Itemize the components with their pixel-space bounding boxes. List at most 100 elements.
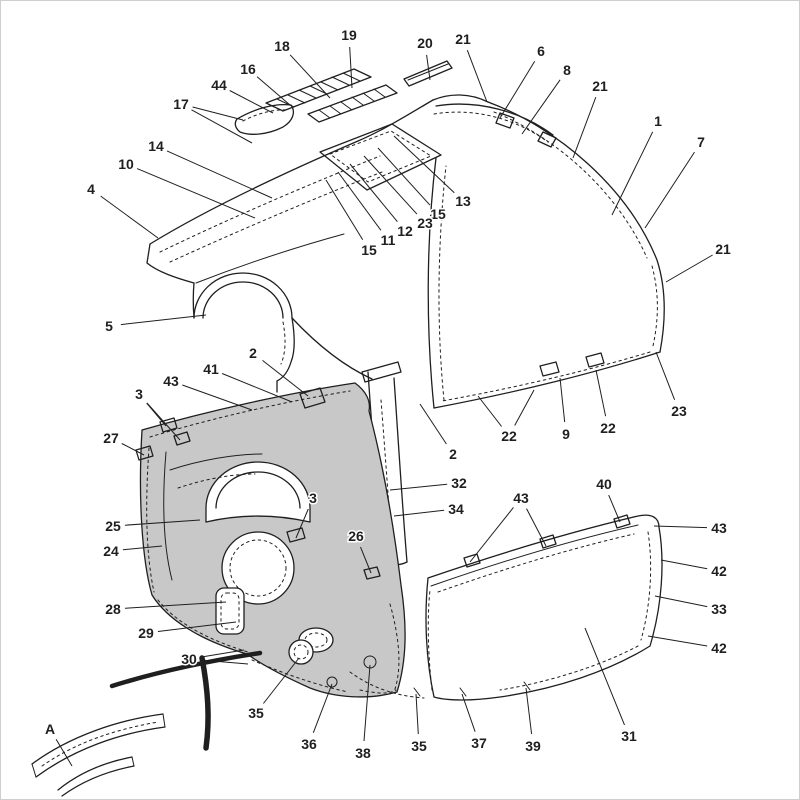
rivet-mark-35 (413, 687, 421, 697)
clip-40 (613, 514, 631, 529)
callout-label-28-44: 28 (105, 601, 121, 617)
leader-line-3-37 (295, 508, 309, 539)
callout-label-42-42: 42 (711, 563, 727, 579)
pan-stitch-left (146, 447, 155, 593)
strap-stitch (380, 399, 394, 559)
leader-line-14-12 (166, 150, 273, 199)
leader-line-30-47 (200, 649, 245, 658)
leader-line-34-34 (393, 509, 445, 517)
callout-label-22-29: 22 (501, 428, 517, 444)
callout-label-44-7: 44 (211, 77, 227, 93)
leader-line-9-30 (559, 377, 566, 423)
callout-label-41-24: 41 (203, 361, 219, 377)
leader-line-18-0 (289, 54, 331, 99)
callout-label-33-43: 33 (711, 601, 727, 617)
callout-label-7-10: 7 (697, 134, 705, 150)
leader-line-21-21 (665, 254, 713, 283)
callout-label-11-19: 11 (381, 232, 396, 248)
header-clip-1 (495, 112, 515, 129)
leader-line-30-47 (200, 659, 249, 665)
upper-hood-assembly (146, 94, 665, 409)
callout-label-40-36: 40 (596, 476, 612, 492)
leader-line-37-53 (461, 693, 476, 732)
panel-front-edge (427, 157, 437, 409)
callout-label-24-39: 24 (103, 543, 119, 559)
callout-label-37-53: 37 (471, 735, 487, 751)
bottom-tab-1 (539, 361, 560, 377)
leader-line-25-38 (124, 519, 201, 526)
leader-line-17-11 (192, 106, 244, 121)
arch-flange (276, 317, 295, 393)
header-clip-2 (537, 131, 557, 148)
leader-line-22-29 (514, 389, 535, 426)
right-panel-bottom-edge (433, 351, 661, 409)
clip-27 (135, 445, 154, 461)
pan-stitch-top (149, 390, 351, 438)
leader-line-5-22 (120, 314, 207, 326)
leader-line-4-14 (100, 195, 159, 239)
leader-line-3-26 (146, 402, 181, 441)
callout-label-23-17: 23 (417, 215, 433, 231)
rivet-mark-39 (523, 681, 531, 691)
callout-label-15-20: 15 (361, 242, 377, 258)
pan-right-top-inner (430, 524, 639, 587)
callout-label-20-2: 20 (417, 35, 433, 51)
pan-stitch-inner-right (389, 603, 400, 693)
callout-label-3-26: 3 (135, 386, 143, 402)
pan-stitch-bottom (251, 659, 349, 693)
pan-inner-line-1 (169, 453, 263, 471)
tab-41 (299, 387, 326, 409)
callout-label-8-5: 8 (563, 62, 571, 78)
callout-label-42-46: 42 (711, 640, 727, 656)
callout-label-A-55: A (45, 721, 55, 737)
strap-top-tab (361, 361, 402, 383)
leader-line-15-16 (377, 147, 431, 206)
cowl-seam (432, 94, 489, 103)
callout-label-4-14: 4 (87, 181, 95, 197)
leader-line-2-32 (419, 403, 447, 445)
leader-line-31-49 (584, 627, 625, 726)
clip-43b (539, 534, 557, 549)
detail-a-lower-end (131, 756, 135, 767)
pan-oval-hole-stitch (304, 632, 328, 648)
wheel-arch-outer (193, 272, 293, 319)
callout-label-2-32: 2 (449, 446, 457, 462)
section-stroke-diagonal (109, 650, 263, 689)
lower-pan-left (135, 382, 425, 699)
leader-line-7-10 (644, 151, 695, 229)
top-opening-outer (319, 123, 442, 191)
pan-round-cutout-stitch (229, 539, 287, 597)
callout-label-26-40: 26 (348, 528, 364, 544)
pan-rect-cutout-stitch (220, 592, 240, 630)
callout-label-43-41: 43 (711, 520, 727, 536)
section-stroke-vertical (199, 655, 211, 751)
detail-a-lower-arc-2 (61, 765, 135, 797)
callout-label-18-0: 18 (274, 38, 290, 54)
leader-line-29-45 (157, 621, 237, 632)
header-bar (435, 103, 554, 136)
callout-label-5-22: 5 (105, 318, 113, 334)
leader-line-21-3 (466, 50, 488, 103)
leader-line-23-17 (363, 155, 418, 215)
callout-label-21-3: 21 (455, 31, 471, 47)
callout-label-27-28: 27 (103, 430, 119, 446)
callout-label-36-50: 36 (301, 736, 317, 752)
callout-label-14-12: 14 (148, 138, 164, 154)
detail-a-stitch (41, 721, 159, 767)
detail-a-end-left (31, 763, 37, 778)
pan-left-wall (163, 451, 173, 581)
detail-a-lower-arc-1 (57, 756, 133, 791)
callout-label-15-16: 15 (430, 206, 446, 222)
callout-label-35-52: 35 (411, 738, 427, 754)
leader-line-39-54 (525, 687, 533, 735)
callout-label-25-38: 25 (105, 518, 121, 534)
clip-3a (159, 417, 178, 433)
callout-label-30-47: 30 (181, 651, 197, 667)
leader-line-12-18 (349, 163, 398, 223)
leader-line-38-51 (363, 664, 371, 742)
vent-strip-1-outline (265, 68, 372, 112)
leader-line-22-29 (477, 395, 502, 427)
wheel-arch-inner (202, 281, 284, 319)
callout-label-35-48: 35 (248, 705, 264, 721)
pan-right-stitch-left (427, 589, 433, 691)
